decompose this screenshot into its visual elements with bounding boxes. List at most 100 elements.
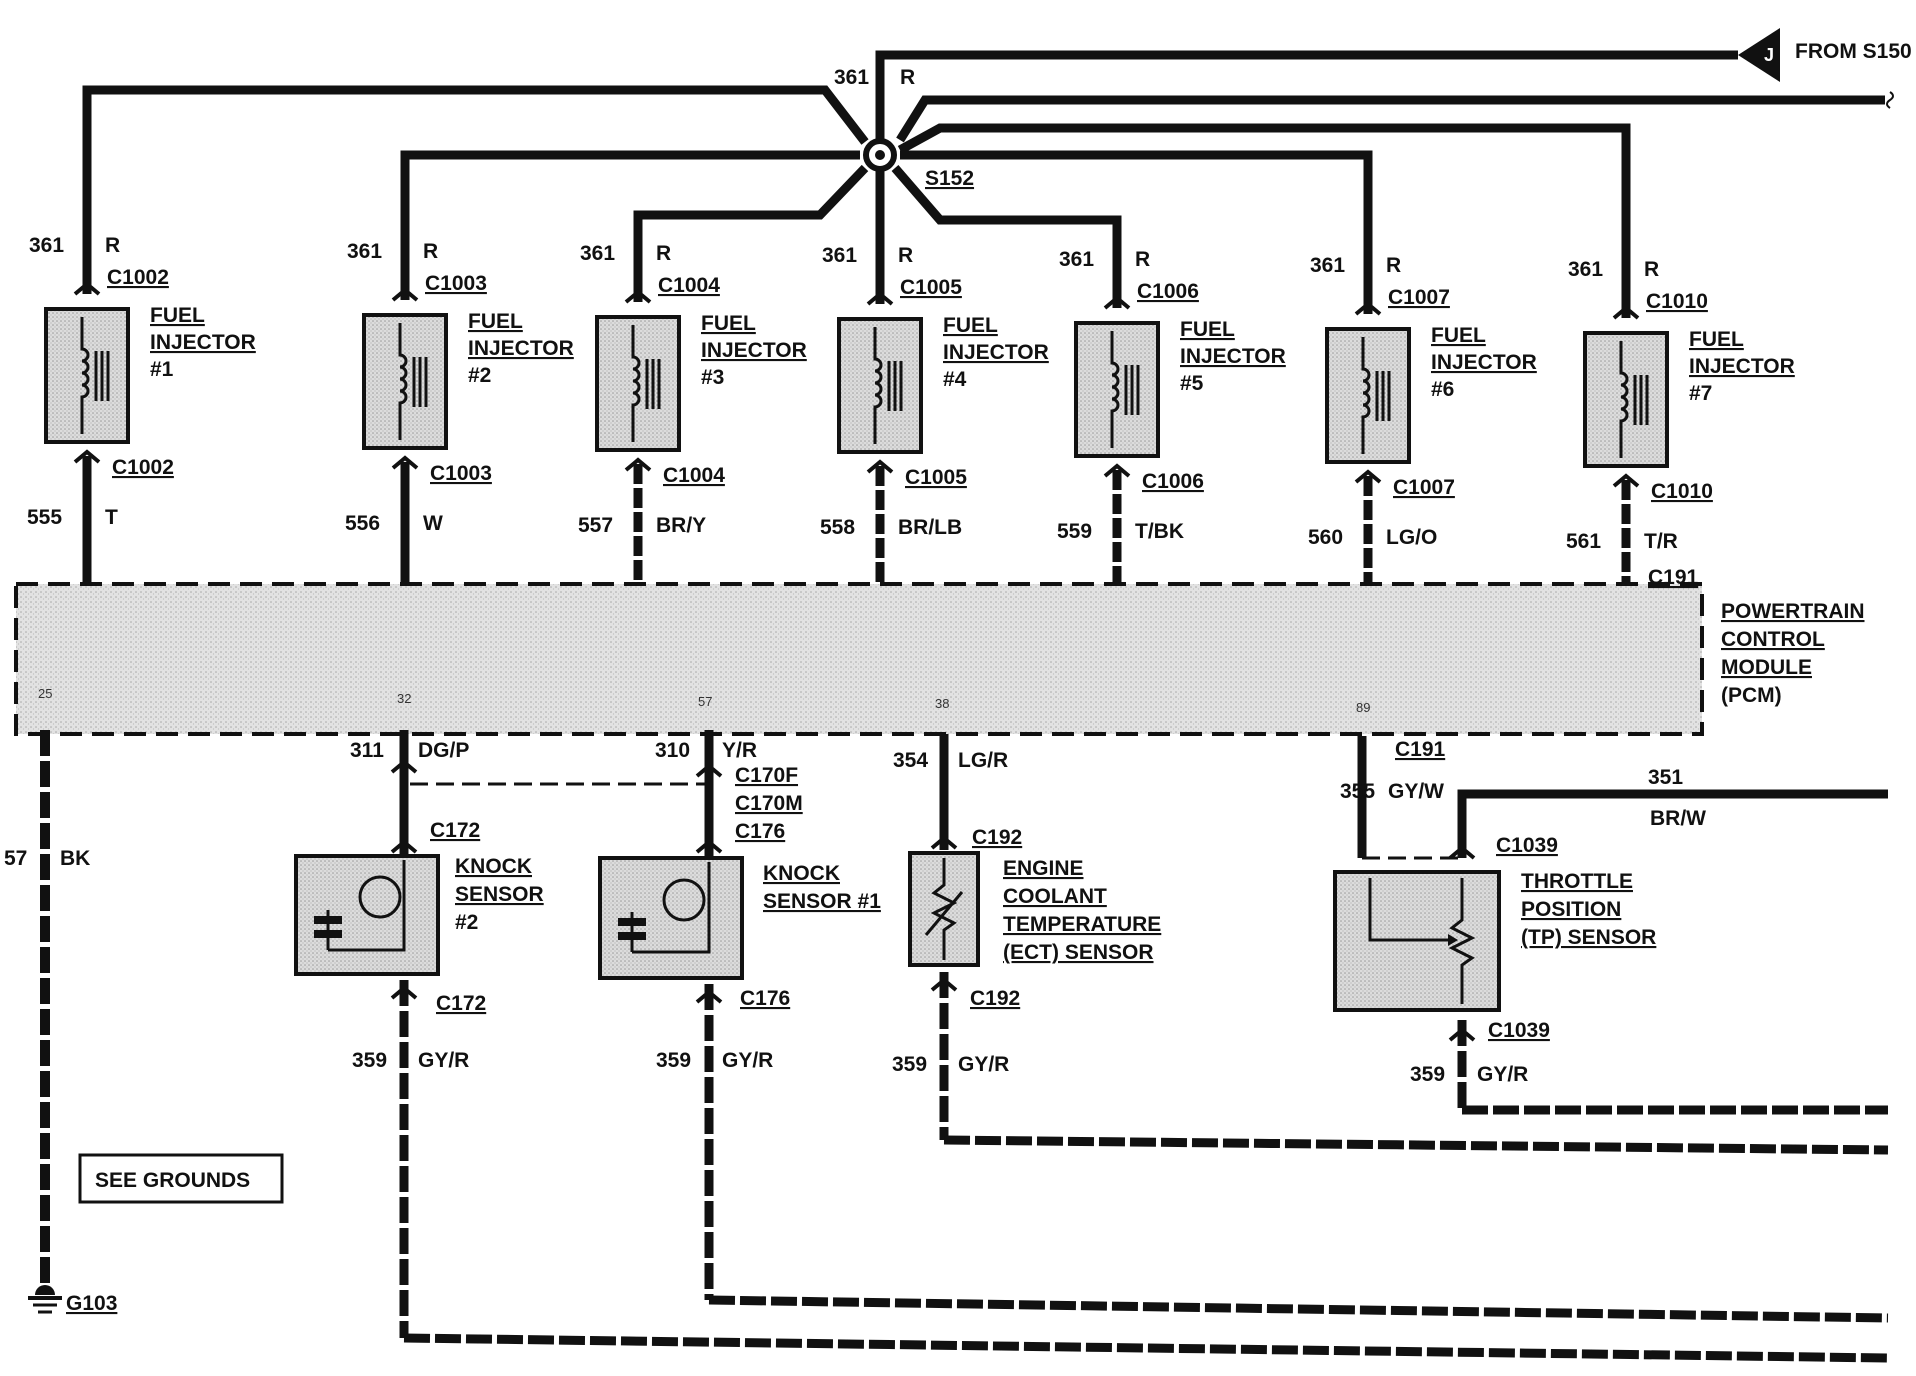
injector-name: INJECTOR <box>150 331 256 354</box>
injector-name: INJECTOR <box>1689 355 1795 378</box>
connector-arrow-icon <box>1354 301 1382 316</box>
tp-sensor: 355 GY/W C191 351 BR/W C1039 THROTTLE PO… <box>1333 736 1888 1115</box>
injector-name: FUEL <box>1689 328 1744 351</box>
injector-signal-circuit: 556 <box>345 512 380 535</box>
knock2-color: DG/P <box>418 739 469 762</box>
injector-connector-top: C1005 <box>900 276 962 299</box>
injector-signal-circuit: 555 <box>27 506 62 529</box>
solenoid-coil-icon <box>873 327 883 444</box>
injector-connector-top: C1002 <box>107 266 169 289</box>
ect-circuit: 354 <box>893 749 928 772</box>
power-feed: J FROM S150 361 R S152 <box>82 28 1912 318</box>
connector-arrow-icon <box>1103 463 1131 478</box>
knock2-connector-top: C172 <box>430 819 480 842</box>
pcm-name-line-4: (PCM) <box>1721 684 1782 707</box>
injector-connector-top: C1006 <box>1137 280 1199 303</box>
knock-sensor-1: 310 Y/R C170F C170M C176 KNOCK SENSOR #1… <box>410 730 1889 1323</box>
knock2-circuit: 311 <box>350 739 384 762</box>
injector-signal-color: BR/LB <box>898 516 962 539</box>
injector-name: FUEL <box>1180 318 1235 341</box>
injector-connector-top: C1010 <box>1646 290 1708 313</box>
injector-feed-circuit: 361 <box>1568 258 1603 281</box>
splice-circuit: 361 <box>834 66 869 89</box>
injector-body <box>362 313 448 450</box>
connector-tag-icon <box>1738 28 1780 82</box>
injector-feed-color: R <box>1135 248 1150 271</box>
connector-arrow-icon <box>73 281 101 296</box>
injector-name: FUEL <box>1431 324 1486 347</box>
tp-name-2: POSITION <box>1521 898 1621 921</box>
pcm-pin-bottom: 25 <box>38 686 52 701</box>
knock1-return-color: GY/R <box>722 1049 773 1072</box>
injector-feed-color: R <box>656 242 671 265</box>
knock2-name-2: SENSOR <box>455 883 544 906</box>
pcm-name-line-2: CONTROL <box>1721 628 1825 651</box>
connector-arrow-icon <box>1612 305 1640 320</box>
splice-color: R <box>900 66 915 89</box>
tp-ref-circuit: 351 <box>1648 766 1683 789</box>
pcm-connector-top: C191 <box>1648 566 1699 589</box>
injector-name: FUEL <box>468 310 523 333</box>
knock-sensor-2: 311 DG/P C172 KNOCK SENSOR #2 C172 359 G… <box>294 730 1889 1363</box>
injector-feed-circuit: 361 <box>29 234 64 257</box>
knock2-return-color: GY/R <box>418 1049 469 1072</box>
solenoid-coil-icon <box>631 325 641 442</box>
injector-signal-circuit: 561 <box>1566 530 1601 553</box>
ect-sensor: 354 LG/R C192 ENGINE COOLANT TEMPERATURE… <box>892 734 1889 1155</box>
injector-feed-circuit: 361 <box>1059 248 1094 271</box>
tp-connector-top: C1039 <box>1496 834 1558 857</box>
knock1-connector-2: C170M <box>735 792 803 815</box>
injector-name: INJECTOR <box>943 341 1049 364</box>
injector-connector-bottom: C1003 <box>430 462 492 485</box>
injector-name: FUEL <box>150 304 205 327</box>
tp-name-3: (TP) SENSOR <box>1521 926 1656 949</box>
solenoid-coil-icon <box>398 323 408 440</box>
splice-label: S152 <box>925 167 974 190</box>
connector-arrow-icon <box>73 449 101 464</box>
injector-connector-bottom: C1010 <box>1651 480 1713 503</box>
knock2-name-3: #2 <box>455 911 478 934</box>
ect-return-circuit: 359 <box>892 1053 927 1076</box>
ground-id: G103 <box>66 1292 117 1315</box>
ground-symbol-icon <box>35 1285 55 1295</box>
pcm-pin-bottom: 38 <box>935 696 949 711</box>
solenoid-coil-icon <box>1361 337 1371 454</box>
tp-name-1: THROTTLE <box>1521 870 1633 893</box>
injector-connector-bottom: C1005 <box>905 466 967 489</box>
injector-feed-circuit: 361 <box>822 244 857 267</box>
knock1-return-circuit: 359 <box>656 1049 691 1072</box>
injector-name: INJECTOR <box>701 339 807 362</box>
solenoid-coil-icon <box>1619 341 1629 458</box>
injector-layer: 361RC1002FUELINJECTOR#1C1002555T75361RC1… <box>27 234 1795 633</box>
pcm-name-line-3: MODULE <box>1721 656 1812 679</box>
connector-arrow-icon <box>624 457 652 472</box>
solenoid-coil-icon <box>80 317 90 434</box>
see-grounds-box[interactable] <box>78 1153 284 1204</box>
injector-name: INJECTOR <box>468 337 574 360</box>
connector-arrow-icon <box>1354 469 1382 484</box>
solenoid-coil-icon <box>1110 331 1120 448</box>
injector-connector-top: C1004 <box>658 274 720 297</box>
knock2-return-circuit: 359 <box>352 1049 387 1072</box>
connector-arrow-icon <box>866 459 894 474</box>
injector-signal-circuit: 558 <box>820 516 855 539</box>
pcm-pin-bottom: 57 <box>698 694 712 709</box>
injector-signal-color: T/R <box>1644 530 1678 553</box>
injector-signal-color: T <box>105 506 118 529</box>
see-grounds-label[interactable]: SEE GROUNDS <box>95 1169 250 1192</box>
ground-circuit-number: 57 <box>4 847 27 870</box>
injector-connector-bottom: C1007 <box>1393 476 1455 499</box>
knock2-connector-bottom: C172 <box>436 992 486 1015</box>
injector-feed-color: R <box>898 244 913 267</box>
knock1-color: Y/R <box>722 739 757 762</box>
ect-color: LG/R <box>958 749 1008 772</box>
injector-feed-circuit: 361 <box>1310 254 1345 277</box>
knock2-name-1: KNOCK <box>455 855 532 878</box>
injector-signal-circuit: 560 <box>1308 526 1343 549</box>
pcm-pin-bottom: 32 <box>397 691 411 706</box>
ect-return-color: GY/R <box>958 1053 1009 1076</box>
tp-circuit: 355 <box>1340 780 1375 803</box>
